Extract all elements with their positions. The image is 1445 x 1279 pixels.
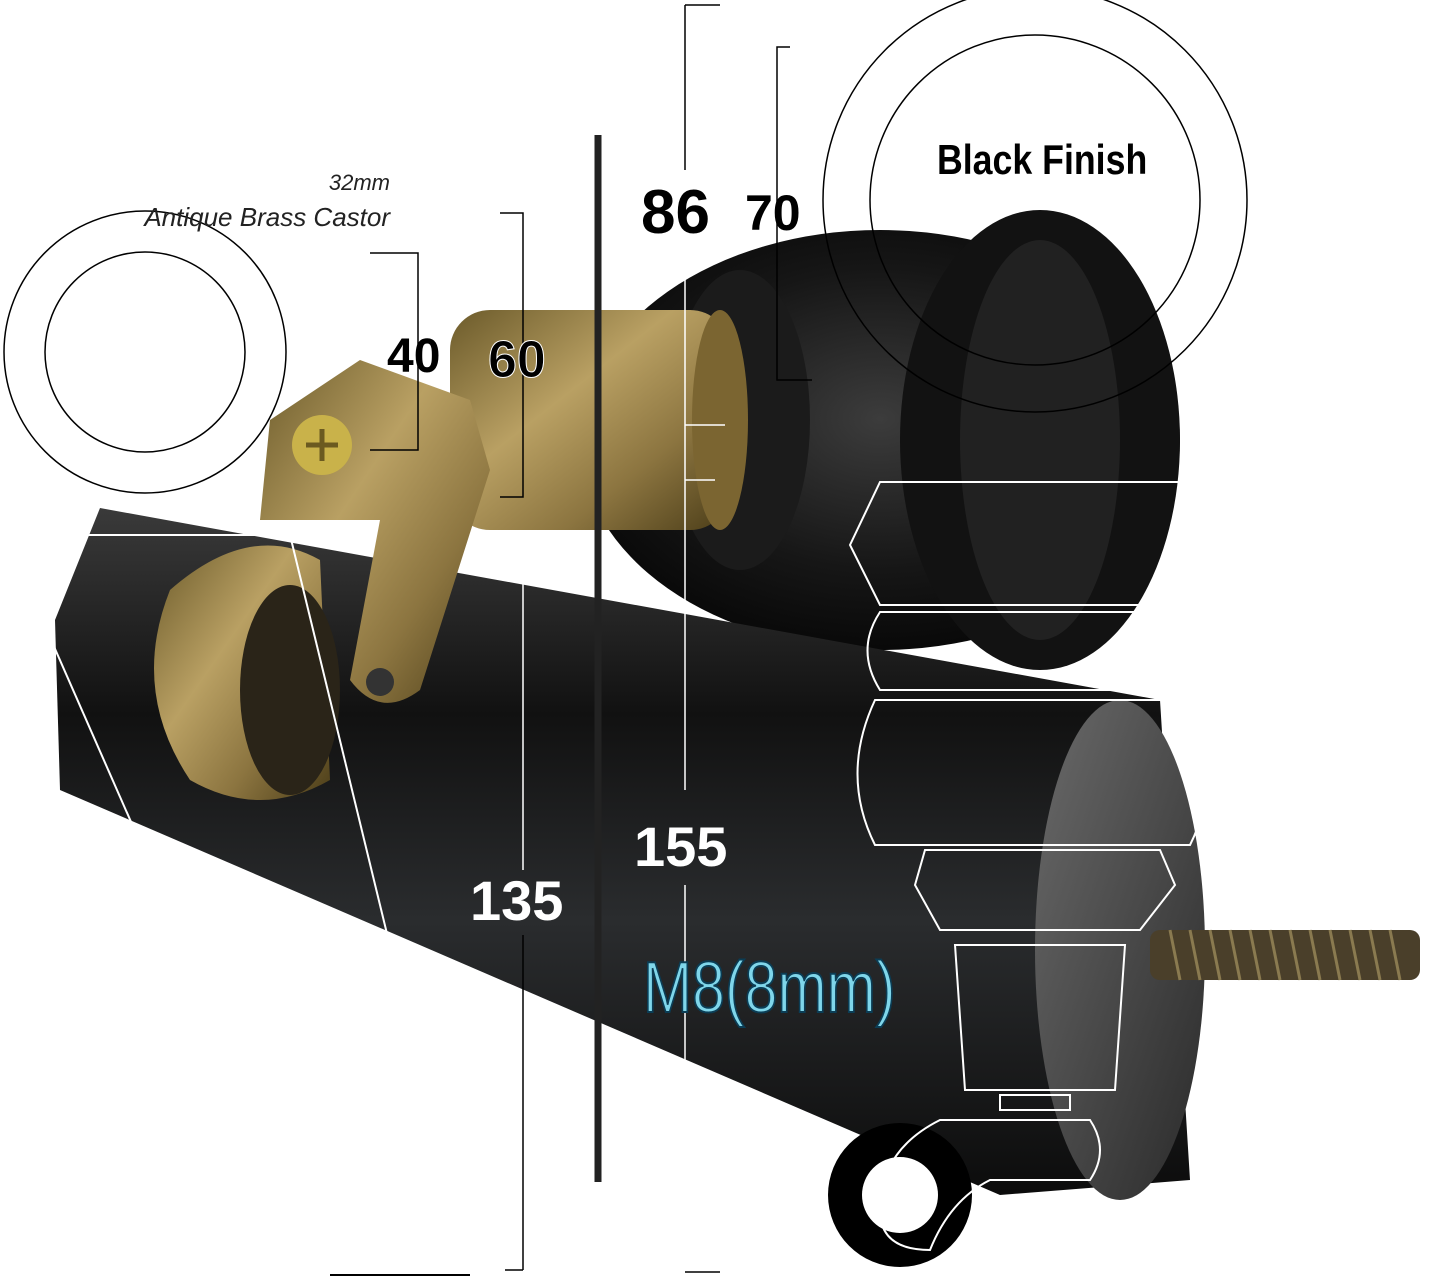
taper-outline: [4, 534, 471, 1276]
brass-collar-photo: [450, 310, 748, 530]
castor-name-label: Antique Brass Castor: [142, 202, 391, 232]
bun-profile-outline: [848, 481, 1247, 1111]
dimension-135: 135: [470, 869, 563, 932]
dimension-70: 70: [745, 185, 801, 241]
dimension-86: 86: [641, 178, 710, 247]
bun-outline: [822, 0, 1248, 413]
castor-size-label: 32mm: [329, 170, 390, 195]
dimension-40: 40: [387, 330, 440, 383]
thread-size-label: M8(8mm): [643, 946, 895, 1027]
brass-castor-photo: [154, 360, 490, 800]
dimension-brackets: [370, 4, 812, 498]
dimension-155: 155: [634, 815, 727, 878]
m8-thread-bolt: [1150, 929, 1420, 981]
dimension-60: 60: [488, 331, 546, 389]
finish-label: Black Finish: [937, 137, 1147, 183]
castor-outline: [3, 210, 287, 494]
small-castor-wheel-outline: [828, 1119, 1101, 1267]
dimension-brackets-light: [500, 245, 725, 1273]
